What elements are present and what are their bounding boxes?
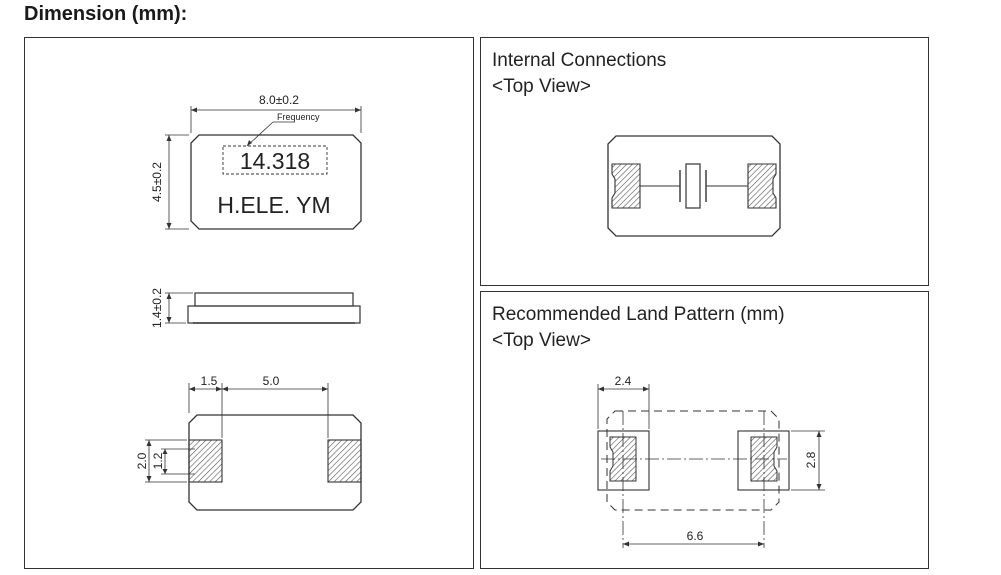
dimensions-panel: 8.0±0.2 4.5±0.2 Frequency 14.318 H.ELE. … — [24, 37, 474, 569]
crystal-element-symbol — [685, 163, 701, 209]
land-pattern-drawing: 2.4 2.8 6.6 — [597, 374, 825, 548]
frequency-marking-box — [222, 145, 328, 175]
bottom-pad-right — [327, 439, 362, 483]
frequency-leader — [246, 121, 274, 147]
pad-offset-label: 1.5 — [201, 374, 218, 388]
land-pattern-title: Recommended Land Pattern (mm) — [492, 304, 785, 325]
package-side-base — [187, 305, 361, 324]
package-outline-dashed — [606, 410, 780, 511]
pad-height-label: 2.0 — [135, 452, 149, 469]
terminal-right — [747, 163, 777, 209]
height-label: 4.5±0.2 — [150, 162, 164, 202]
pad-width-label: 2.4 — [615, 374, 632, 388]
pad-height-label: 2.8 — [804, 451, 818, 468]
brand-marking: H.ELE. YM — [217, 192, 330, 218]
internal-connections-drawing — [607, 135, 781, 237]
land-pattern-subtitle: <Top View> — [492, 330, 591, 351]
internal-connections-panel: Internal Connections <Top View> — [480, 37, 929, 286]
package-outline — [607, 135, 781, 237]
span-label: 6.6 — [687, 529, 704, 543]
bottom-pad-left — [188, 439, 223, 483]
terminal-left — [611, 163, 641, 209]
package-side-lid — [194, 292, 354, 307]
thickness-label: 1.4±0.2 — [150, 288, 164, 328]
pad-inner-label: 1.2 — [151, 452, 165, 469]
package-top-outline — [190, 134, 362, 230]
internal-connections-title: Internal Connections — [492, 50, 667, 71]
frequency-marking: 14.318 — [240, 148, 310, 174]
land-pad-right — [737, 430, 790, 491]
internal-connections-subtitle: <Top View> — [492, 76, 591, 97]
frequency-label: Frequency — [277, 112, 320, 122]
land-pad-left — [597, 430, 650, 491]
page-heading: Dimension (mm): — [24, 3, 188, 25]
dimensions-drawing: 8.0±0.2 4.5±0.2 Frequency 14.318 H.ELE. … — [135, 93, 362, 511]
pad-pitch-label: 5.0 — [263, 374, 280, 388]
land-pattern-panel: Recommended Land Pattern (mm) <Top View>… — [480, 291, 929, 569]
width-label: 8.0±0.2 — [259, 93, 299, 107]
